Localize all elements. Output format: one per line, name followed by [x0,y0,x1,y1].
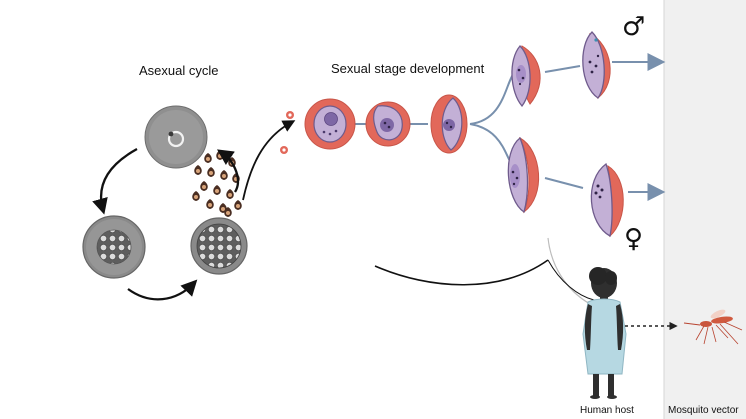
merozoite [213,185,221,195]
human-host-figure [582,267,627,399]
zoom-line [374,259,549,286]
schizont-cell [190,217,248,275]
trophozoite-cell [82,215,146,279]
gametocyte-stage-1 [304,98,356,150]
female-branch-line [544,177,584,189]
ring-stage-cell [144,105,208,169]
mosquito-vector-label: Mosquito vector [668,405,739,416]
sexual-stage-label: Sexual stage development [331,61,485,76]
male-gametocyte-stage-5 [582,31,611,100]
male-gametocyte-stage-4 [511,45,541,108]
female-gametocyte-stage-5 [590,162,624,238]
small-infected-cell [280,146,288,154]
female-symbol-icon: ♀ [624,224,644,254]
cycle-arrow-trophozoite-to-schizont [127,279,198,301]
mosquito-vector-panel [664,0,746,419]
male-branch-line [544,65,581,73]
development-line [469,123,516,169]
cycle-arrow-ring-to-trophozoite [92,147,138,215]
merozoite [226,189,234,199]
merozoite [194,165,202,175]
human-host-label: Human host [580,405,634,416]
zoom-line [547,259,595,301]
merozoite [224,207,232,217]
asexual-cycle-label: Asexual cycle [139,63,219,78]
mosquito-icon [683,309,743,345]
merozoite [234,200,242,210]
merozoite [207,167,215,177]
gametocyte-stage-3 [430,94,468,154]
merozoite [220,170,228,180]
merozoite [192,191,200,201]
female-gametocyte-stage-4 [507,136,539,214]
zoom-line [547,237,591,305]
merozoites [192,150,242,217]
arrow-to-sexual-stage [242,120,296,201]
merozoite [216,150,224,160]
cycle-arrow-schizont-to-merozoites [216,149,240,193]
merozoite [206,199,214,209]
small-infected-cell [286,111,294,119]
merozoite [200,181,208,191]
merozoite [204,153,212,163]
male-symbol-icon: ♂ [622,12,646,42]
gametocyte-stage-2 [365,101,411,147]
